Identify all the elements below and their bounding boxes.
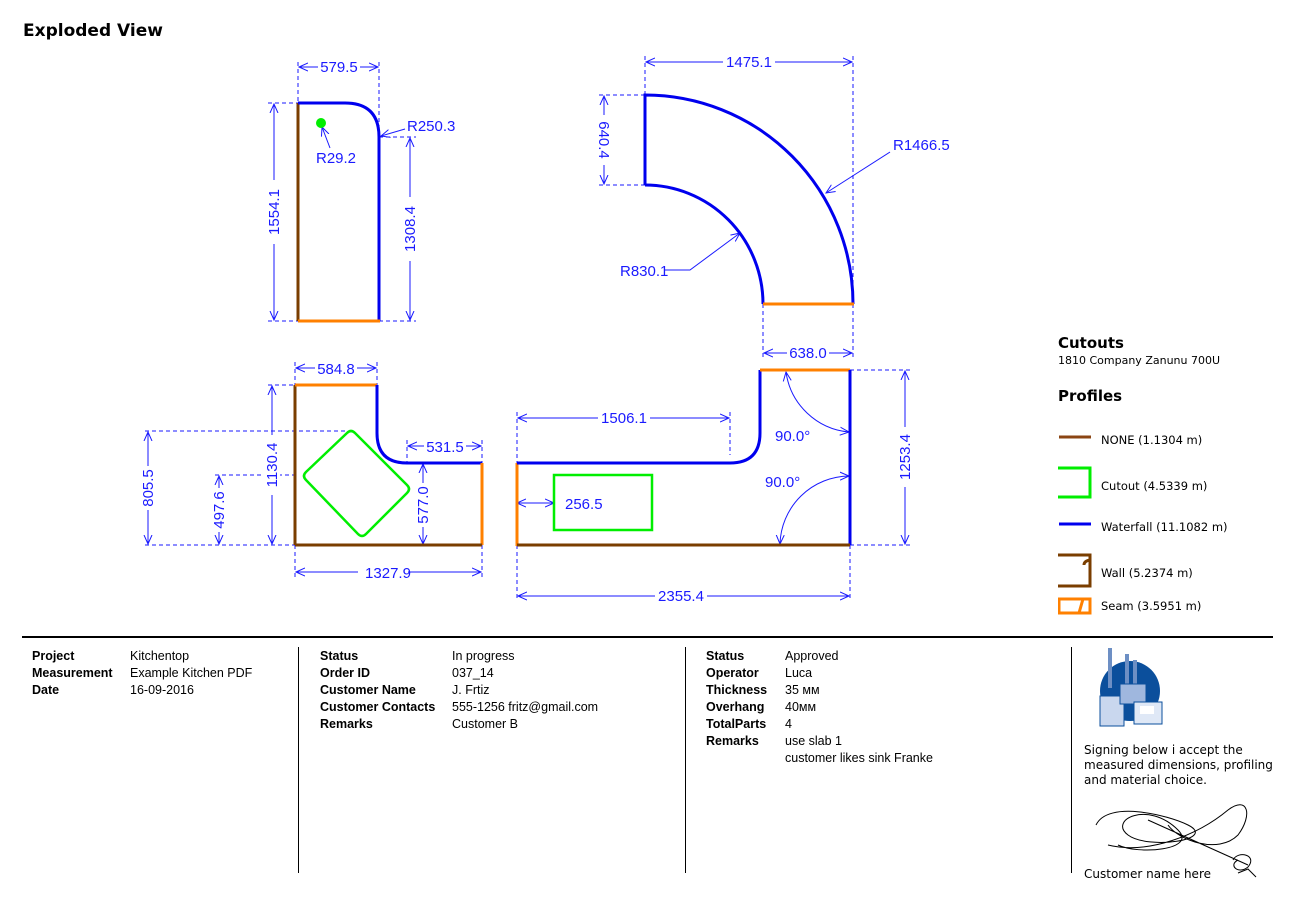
cutout-item: 1810 Company Zanunu 700U	[1058, 354, 1221, 367]
signature-disclaimer: Signing below i accept the measured dime…	[1084, 743, 1273, 787]
dim-label: R29.2	[316, 150, 356, 167]
dim-label: 2355.4	[658, 588, 704, 605]
waterfall-edge	[517, 370, 762, 465]
dim-label: 640.4	[595, 121, 612, 159]
dim-label: 584.8	[317, 361, 355, 378]
field-value: Kitchentop	[130, 649, 190, 663]
field-label: Remarks	[320, 717, 373, 731]
field-label: Overhang	[706, 700, 765, 714]
piece1-dimension-lines	[268, 62, 416, 322]
column-divider	[685, 647, 686, 873]
field-label: Customer Name	[320, 683, 416, 697]
field-value: 35 мм	[785, 683, 820, 697]
dim-label: 638.0	[789, 345, 827, 362]
legend-label: Wall (5.2374 m)	[1101, 565, 1193, 580]
piece-1[interactable]	[296, 101, 381, 323]
field-value: Luca	[785, 666, 813, 680]
company-logo	[1099, 648, 1163, 727]
legend-item-waterfall: Waterfall (11.1082 m)	[1058, 508, 1278, 552]
legend-label: Cutout (4.5339 m)	[1101, 478, 1208, 493]
customer-name-placeholder: Customer name here	[1084, 867, 1211, 881]
field-value: 4	[785, 717, 792, 731]
cutouts-heading: Cutouts	[1058, 334, 1124, 352]
field-label: Remarks	[706, 734, 759, 748]
angle-label: 90.0°	[765, 474, 800, 491]
dim-label: 1554.1	[266, 189, 283, 235]
legend-item-seam: Seam (3.5951 m)	[1058, 595, 1278, 639]
dim-label: 497.6	[211, 491, 228, 529]
field-value: J. Frtiz	[452, 683, 490, 697]
page-title: Exploded View	[23, 21, 163, 41]
field-value: In progress	[452, 649, 515, 663]
field-label: Measurement	[32, 666, 113, 680]
dim-label: R830.1	[620, 263, 668, 280]
dim-label: 1327.9	[365, 565, 411, 582]
dim-label: 579.5	[320, 59, 358, 76]
dim-label: 577.0	[415, 486, 432, 524]
dim-label: 1506.1	[601, 410, 647, 427]
profiles-heading: Profiles	[1058, 387, 1123, 405]
order-info: Status In progress Order ID 037_14 Custome…	[320, 648, 598, 733]
waterfall-edge	[643, 93, 855, 305]
piece-2[interactable]	[643, 93, 855, 306]
dim-label: 1253.4	[897, 434, 914, 480]
waterfall-profile-icon	[1059, 522, 1091, 526]
field-label: Project	[32, 649, 75, 663]
sink-cutout	[302, 429, 411, 538]
field-value: 16-09-2016	[130, 683, 194, 697]
dim-label: R250.3	[407, 118, 455, 135]
footer-divider	[22, 636, 1273, 638]
legend-label: Waterfall (11.1082 m)	[1101, 520, 1228, 534]
dim-label: R1466.5	[893, 137, 950, 154]
hob-cutout	[552, 473, 654, 532]
field-label: Thickness	[706, 683, 768, 697]
field-value: Approved	[785, 649, 839, 663]
dim-label: 531.5	[426, 439, 464, 456]
waterfall-edge	[298, 101, 381, 321]
tap-hole-cutout	[316, 118, 326, 128]
none-profile-icon	[1059, 435, 1091, 439]
legend-item-cutout: Cutout (4.5339 m)	[1058, 465, 1278, 509]
field-label: Status	[706, 649, 745, 663]
angle-label: 90.0°	[775, 428, 810, 445]
dim-label: 1475.1	[726, 54, 772, 71]
waterfall-edge	[644, 183, 765, 305]
field-value: 40мм	[785, 700, 817, 714]
legend-item-wall: Wall (5.2374 m)	[1058, 552, 1278, 596]
wall-profile-icon	[1058, 553, 1092, 587]
cutout-profile-icon	[1058, 466, 1092, 498]
field-label: Status	[320, 649, 359, 663]
dim-label: 256.5	[565, 496, 603, 513]
dim-label: 805.5	[140, 469, 157, 507]
field-label: Date	[32, 683, 60, 697]
legend: Cutouts 1810 Company Zanunu 700U Profile…	[1058, 334, 1278, 639]
customer-signature[interactable]	[1088, 795, 1268, 880]
piece-4[interactable]	[515, 368, 852, 547]
column-divider	[298, 647, 299, 873]
field-label: Order ID	[320, 666, 371, 680]
dim-label: 1308.4	[402, 206, 419, 252]
piece-3[interactable]	[293, 383, 484, 547]
seam-profile-icon	[1058, 597, 1092, 615]
field-label: Operator	[706, 666, 759, 680]
waterfall-edge	[375, 385, 482, 465]
field-value: 037_14	[452, 666, 494, 680]
production-info: Status Approved Operator Luca Thickness 35 …	[706, 648, 933, 767]
field-value: Customer B	[452, 717, 518, 731]
field-label: TotalParts	[706, 717, 767, 731]
legend-label: Seam (3.5951 m)	[1101, 599, 1202, 613]
legend-item-none: NONE (1.1304 m)	[1058, 421, 1278, 465]
field-value: 555-1256 fritz@gmail.com	[452, 700, 599, 714]
column-divider	[1071, 647, 1072, 873]
legend-label: NONE (1.1304 m)	[1101, 433, 1203, 447]
field-label: Customer Contacts	[320, 700, 436, 714]
dim-label: 1130.4	[264, 443, 281, 488]
field-value: Example Kitchen PDF	[130, 666, 253, 680]
field-value: use slab 1 customer likes sink Franke	[785, 734, 933, 765]
project-info: Project Kitchentop Measurement Example Kit…	[32, 648, 252, 699]
piece2-dimension-lines	[599, 56, 891, 360]
